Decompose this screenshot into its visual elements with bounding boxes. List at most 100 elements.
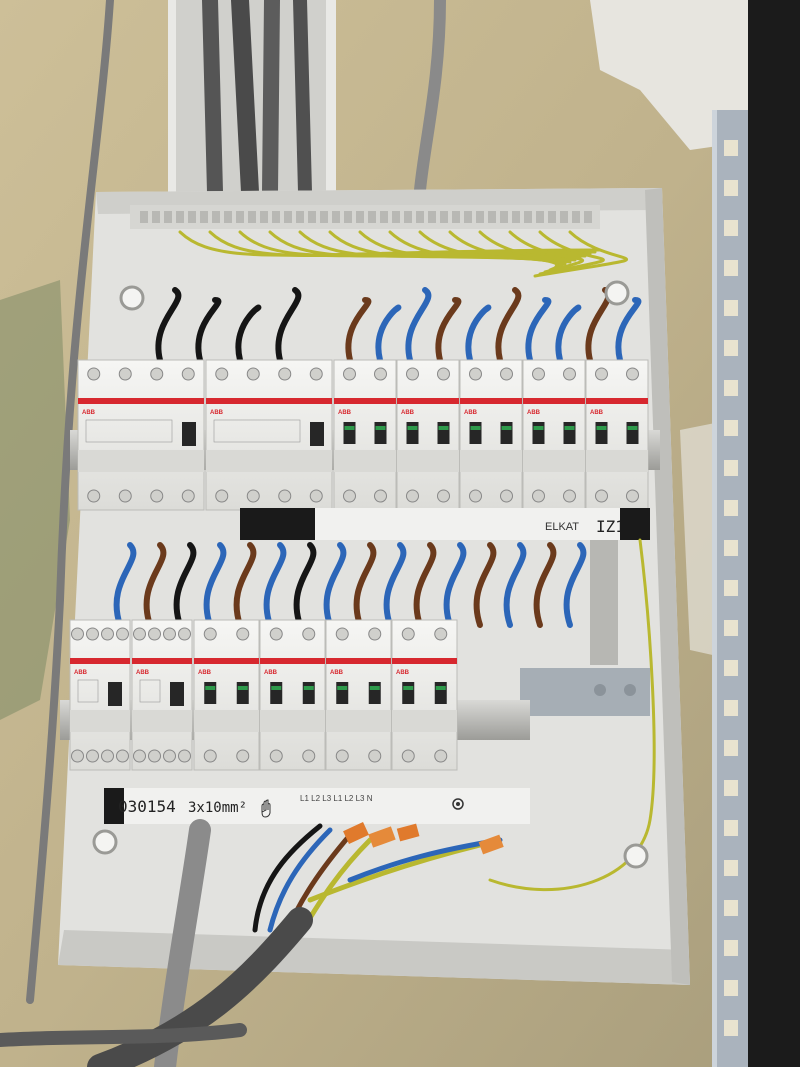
toggle-lever xyxy=(626,422,639,444)
on-indicator xyxy=(438,426,449,430)
on-indicator xyxy=(375,426,386,430)
bus-terminal xyxy=(308,211,316,223)
toggle-lever xyxy=(434,682,447,704)
on-indicator xyxy=(303,686,314,690)
terminal-screw xyxy=(178,749,191,763)
rating-box xyxy=(139,679,161,703)
toggle-lever xyxy=(437,422,450,444)
terminal-screw xyxy=(368,627,382,641)
bus-terminal xyxy=(236,211,244,223)
brand-label: ABB xyxy=(198,670,212,676)
wire xyxy=(405,287,432,363)
strip-hole xyxy=(724,980,738,996)
on-indicator xyxy=(596,426,607,430)
wire xyxy=(538,230,605,276)
grey-cables-bottom xyxy=(0,819,313,1067)
breaker-mid xyxy=(70,710,130,732)
wire xyxy=(345,297,372,363)
strip-hole xyxy=(724,860,738,876)
terminal-screw xyxy=(246,367,260,381)
mounting-holes xyxy=(92,280,649,869)
terminal-screw xyxy=(118,489,132,503)
bus-terminal xyxy=(404,211,412,223)
strip-hole xyxy=(724,260,738,276)
breaker-mid xyxy=(326,710,391,732)
wire xyxy=(383,542,407,628)
on-indicator xyxy=(337,686,348,690)
on-indicator xyxy=(237,686,248,690)
wires-middle xyxy=(113,538,656,892)
terminal-screw xyxy=(595,367,608,381)
terminal-screw xyxy=(335,749,349,763)
terminal-screw xyxy=(163,749,176,763)
toggle-lever xyxy=(236,682,249,704)
terminal-screw xyxy=(71,749,84,763)
toggle-lever xyxy=(108,682,122,706)
strip-brand: ELKAT xyxy=(545,521,579,533)
strip-hole xyxy=(724,540,738,556)
on-indicator xyxy=(403,686,414,690)
brand-stripe xyxy=(326,658,391,664)
terminal-screw xyxy=(309,367,323,381)
toggle-lever xyxy=(595,422,608,444)
brand-label: ABB xyxy=(264,670,278,676)
wire xyxy=(235,304,262,363)
brand-stripe xyxy=(260,658,325,664)
circuit-breaker: ABB xyxy=(585,359,649,511)
wires-top xyxy=(155,230,642,363)
wire xyxy=(263,542,287,628)
gear-icon xyxy=(452,798,464,810)
strip-hole xyxy=(724,180,738,196)
brand-stripe xyxy=(78,398,204,404)
wire xyxy=(615,297,642,363)
breaker-mid xyxy=(78,450,204,472)
brand-label: ABB xyxy=(527,410,541,416)
wire xyxy=(495,287,522,363)
strip-hole xyxy=(724,140,738,156)
terminal-screw xyxy=(101,749,114,763)
terminal-screw xyxy=(434,749,448,763)
terminal-screw xyxy=(163,627,176,641)
breaker-body xyxy=(325,619,392,771)
strip-cable: 3x10mm² xyxy=(188,800,247,816)
wire xyxy=(448,230,559,270)
circuit-breaker: ABB xyxy=(259,619,326,771)
terminal-screw xyxy=(150,489,164,503)
toggle-lever xyxy=(336,682,349,704)
bus-terminal xyxy=(356,211,364,223)
terminal-screw xyxy=(203,749,217,763)
wire xyxy=(275,287,302,363)
brand-label: ABB xyxy=(210,410,224,416)
terminal-screw xyxy=(86,749,99,763)
terminal-screw xyxy=(374,489,387,503)
terminal-screw xyxy=(434,627,448,641)
wire xyxy=(173,542,197,628)
rating-box xyxy=(77,679,99,703)
rcbo: ABB xyxy=(77,359,205,511)
wire xyxy=(533,542,557,628)
brand-label: ABB xyxy=(338,410,352,416)
toggle-lever xyxy=(532,422,545,444)
terminal-screw xyxy=(563,489,576,503)
terminal-screw xyxy=(87,367,101,381)
terminal-screw xyxy=(269,627,283,641)
terminal-screw xyxy=(178,627,191,641)
bus-terminal xyxy=(488,211,496,223)
bus-terminal xyxy=(476,211,484,223)
breaker-mid xyxy=(334,450,396,472)
bus-terminal xyxy=(248,211,256,223)
terminal-screw xyxy=(86,627,99,641)
breaker-mid xyxy=(194,710,259,732)
terminal-screw xyxy=(626,489,639,503)
bus-terminal xyxy=(296,211,304,223)
terminal-screw xyxy=(215,489,229,503)
wire xyxy=(478,230,568,272)
hand-icon xyxy=(261,799,271,818)
on-indicator xyxy=(533,426,544,430)
wire xyxy=(563,542,587,628)
strip-hole xyxy=(724,940,738,956)
terminal-screw xyxy=(343,367,356,381)
terminal-screw xyxy=(181,367,195,381)
strip-hole xyxy=(724,460,738,476)
